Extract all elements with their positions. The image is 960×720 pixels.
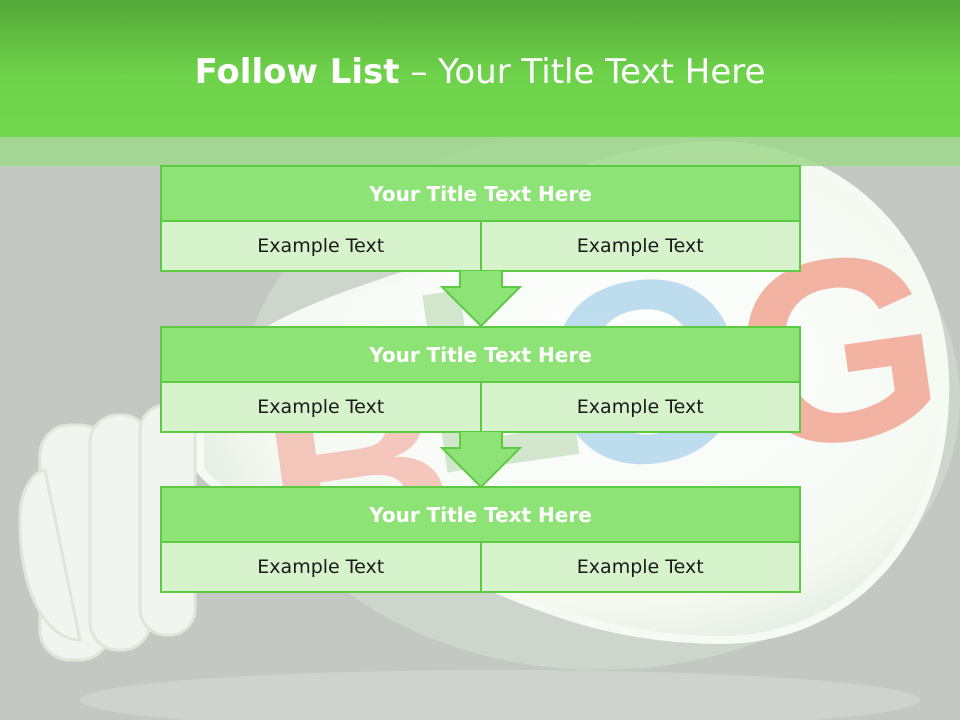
slide-title-bold: Follow List	[194, 52, 400, 92]
list-block: Your Title Text Here Example Text Exampl…	[160, 486, 801, 593]
block-cell-right: Example Text	[481, 543, 801, 593]
down-arrow-icon	[440, 270, 522, 328]
block-title: Your Title Text Here	[160, 486, 801, 543]
block-title: Your Title Text Here	[160, 326, 801, 383]
block-cell-left: Example Text	[160, 543, 482, 593]
header-bar	[0, 0, 960, 137]
list-block: Your Title Text Here Example Text Exampl…	[160, 326, 801, 433]
slide-title-rest: – Your Title Text Here	[399, 52, 766, 92]
down-arrow-icon	[440, 431, 522, 489]
slide-title: Follow List – Your Title Text Here	[0, 52, 960, 92]
list-block: Your Title Text Here Example Text Exampl…	[160, 165, 801, 272]
block-row: Example Text Example Text	[160, 543, 801, 593]
block-cell-left: Example Text	[160, 222, 482, 272]
block-row: Example Text Example Text	[160, 222, 801, 272]
block-row: Example Text Example Text	[160, 383, 801, 433]
block-cell-right: Example Text	[481, 383, 801, 433]
block-cell-right: Example Text	[481, 222, 801, 272]
block-cell-left: Example Text	[160, 383, 482, 433]
header-divider-strip	[0, 137, 960, 166]
block-title: Your Title Text Here	[160, 165, 801, 222]
